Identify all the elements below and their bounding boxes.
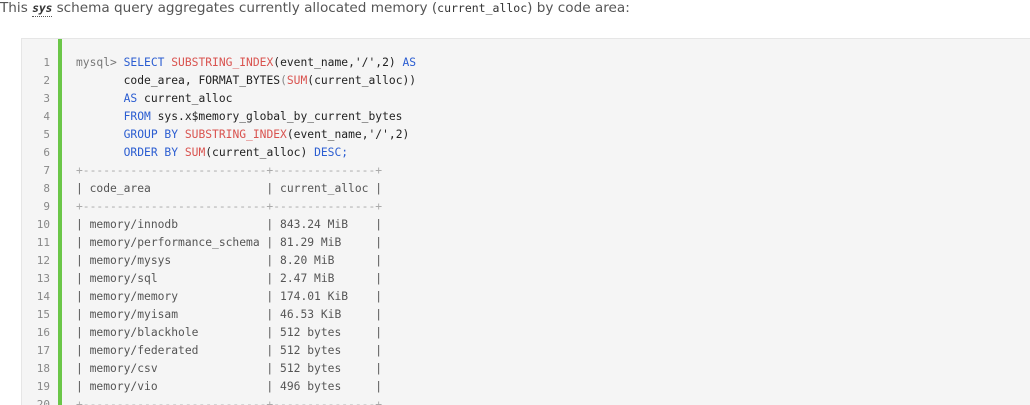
result-header: | code_area | current_alloc | — [76, 182, 383, 195]
intro-text: This sys schema query aggregates current… — [0, 0, 630, 18]
code-line: ORDER BY SUM(current_alloc) DESC; — [76, 144, 1030, 162]
line-number: 12 — [36, 254, 50, 267]
intro-suffix: ) by code area: — [527, 0, 630, 16]
function-args: (event_name,'/',2) — [286, 128, 417, 141]
current-alloc-code: current_alloc — [437, 1, 528, 15]
keyword-group-by: GROUP BY — [123, 128, 179, 141]
line-number: 13 — [36, 272, 50, 285]
function-args: (event_name,'/',2) — [273, 56, 403, 69]
function-sum: SUM — [184, 146, 206, 159]
column-code-area: code_area, — [123, 74, 199, 87]
sys-abbr: sys — [32, 0, 52, 17]
keyword-as: AS — [402, 56, 417, 69]
result-row: | memory/memory | 174.01 KiB | — [76, 290, 383, 303]
code-line: FROM sys.x$memory_global_by_current_byte… — [76, 108, 1030, 126]
sum-args: (current_alloc)) — [307, 74, 417, 87]
result-row: | memory/blackhole | 512 bytes | — [76, 326, 383, 339]
result-row: | memory/mysys | 8.20 MiB | — [76, 254, 383, 267]
code-content: mysql> SELECT SUBSTRING_INDEX(event_name… — [76, 54, 1030, 405]
code-line: AS current_alloc — [76, 90, 1030, 108]
paren: ( — [280, 74, 287, 87]
result-row: | memory/sql | 2.47 MiB | — [76, 272, 383, 285]
line-number: 16 — [36, 326, 50, 339]
sum-args: (current_alloc) — [205, 146, 315, 159]
result-border: +---------------------------+-----------… — [76, 200, 383, 213]
function-substring-index: SUBSTRING_INDEX — [171, 56, 274, 69]
line-number: 5 — [43, 128, 50, 141]
line-number: 14 — [36, 290, 50, 303]
line-number: 20 — [36, 398, 50, 405]
keyword-select: SELECT — [123, 56, 165, 69]
result-row: | memory/myisam | 46.53 KiB | — [76, 308, 383, 321]
result-row: | memory/innodb | 843.24 MiB | — [76, 218, 383, 231]
line-number: 4 — [43, 110, 50, 123]
sys-code: sys — [32, 1, 53, 15]
line-number: 17 — [36, 344, 50, 357]
code-line: code_area, FORMAT_BYTES(SUM(current_allo… — [76, 72, 1030, 90]
function-format-bytes: FORMAT_BYTES — [198, 74, 281, 87]
keyword-order-by: ORDER BY — [123, 146, 179, 159]
result-row: | memory/performance_schema | 81.29 MiB … — [76, 236, 383, 249]
line-number: 7 — [43, 164, 50, 177]
result-row: | memory/vio | 496 bytes | — [76, 380, 383, 393]
line-number: 2 — [43, 74, 50, 87]
result-row: | memory/federated | 512 bytes | — [76, 344, 383, 357]
line-number: 6 — [43, 146, 50, 159]
result-row: | memory/csv | 512 bytes | — [76, 362, 383, 375]
line-number: 15 — [36, 308, 50, 321]
function-substring-index: SUBSTRING_INDEX — [184, 128, 287, 141]
table-name: sys.x$memory_global_by_current_bytes — [150, 110, 403, 123]
intro-middle: schema query aggregates currently alloca… — [52, 0, 438, 16]
code-line: mysql> SELECT SUBSTRING_INDEX(event_name… — [76, 54, 1030, 72]
result-border: +---------------------------+-----------… — [76, 164, 383, 177]
alias-current-alloc: current_alloc — [144, 92, 233, 105]
mysql-prompt: mysql> — [76, 56, 124, 69]
code-block: 1 2 3 4 5 6 7 8 9 10 11 12 13 14 15 16 1… — [21, 38, 1030, 405]
keyword-desc: DESC; — [314, 146, 349, 159]
line-number: 10 — [36, 218, 50, 231]
line-number: 3 — [43, 92, 50, 105]
line-number: 11 — [36, 236, 50, 249]
line-number: 9 — [43, 200, 50, 213]
highlight-bar — [58, 39, 62, 405]
line-number-gutter: 1 2 3 4 5 6 7 8 9 10 11 12 13 14 15 16 1… — [22, 54, 58, 405]
code-line: GROUP BY SUBSTRING_INDEX(event_name,'/',… — [76, 126, 1030, 144]
keyword-as: AS — [123, 92, 138, 105]
line-number: 1 — [43, 56, 50, 69]
intro-prefix: This — [0, 0, 33, 16]
function-sum: SUM — [286, 74, 308, 87]
line-number: 8 — [43, 182, 50, 195]
keyword-from: FROM — [123, 110, 151, 123]
line-number: 18 — [36, 362, 50, 375]
line-number: 19 — [36, 380, 50, 393]
result-border: +---------------------------+-----------… — [76, 398, 383, 405]
